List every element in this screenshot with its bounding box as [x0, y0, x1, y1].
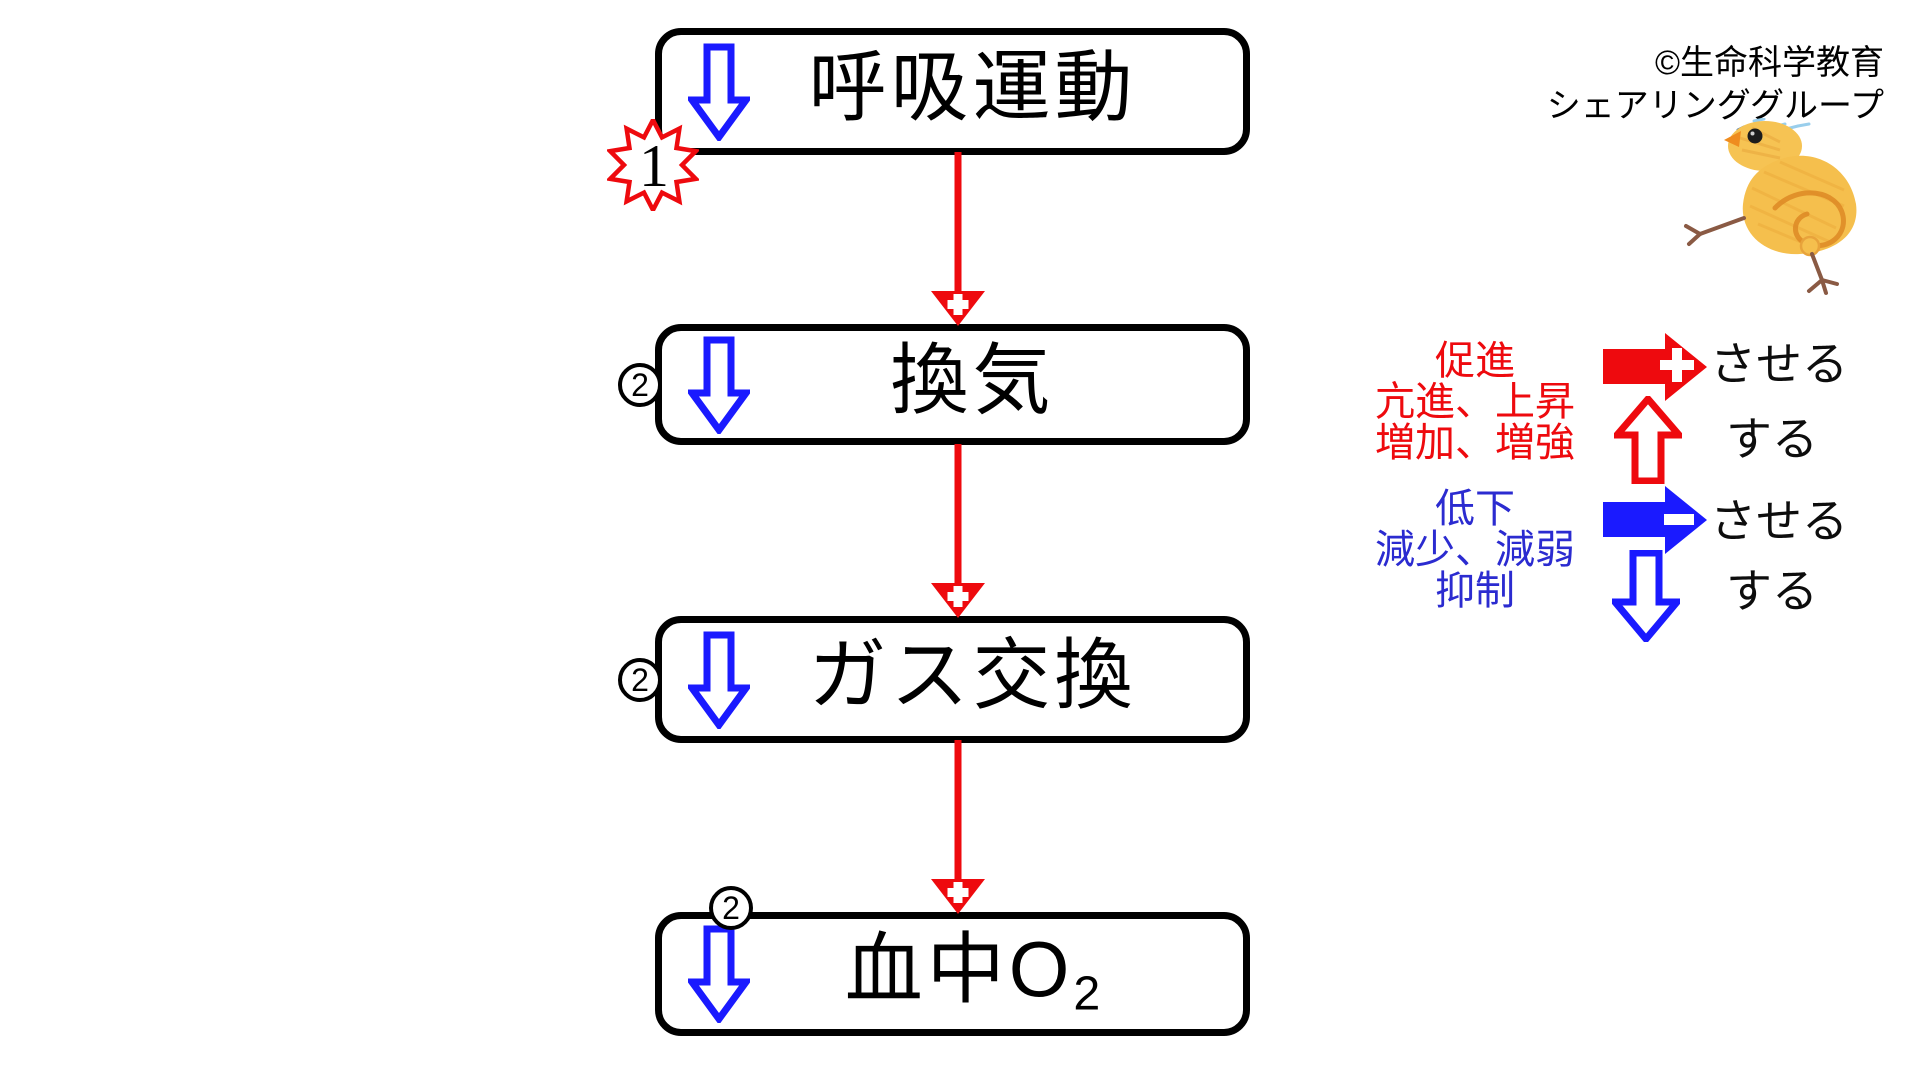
chick-eye: [1747, 128, 1763, 144]
blue-down-arrow-icon: [688, 925, 750, 1023]
legend-term: 亢進、上昇: [1375, 380, 1575, 424]
flow-box-ventilation: 換気: [655, 324, 1250, 445]
badge-number: 2: [631, 367, 649, 403]
circled-2-badge: 2: [709, 886, 753, 930]
box-label: ガス交換: [768, 636, 1136, 724]
red-flow-arrow-icon: [931, 740, 985, 914]
flow-box-blood-o2: 血中O2: [655, 912, 1250, 1036]
legend-term: 減少、減弱: [1375, 528, 1575, 572]
box-label: 呼吸運動: [768, 48, 1136, 136]
legend-term: 促進: [1435, 339, 1515, 383]
starburst-number: 1: [639, 133, 669, 199]
credit-line-2: シェアリンググループ: [1546, 87, 1884, 125]
chick-beak: [1724, 131, 1741, 147]
red-hollow-up-arrow-icon: [1614, 396, 1682, 484]
blue-solid-right-arrow-minus-icon: [1603, 486, 1707, 554]
box-text: 換気: [890, 335, 1055, 424]
legend-label-saseru: させる: [1710, 338, 1848, 390]
red-solid-right-arrow-plus-icon: [1603, 333, 1707, 401]
box-text: 血中O: [844, 925, 1074, 1014]
legend-increase-terms: 促進 亢進、上昇 増加、増強: [1352, 341, 1598, 464]
legend-label-suru: する: [1726, 565, 1818, 617]
credit-line-1: ©生命科学教育: [1654, 44, 1884, 82]
red-flow-arrow-icon: [931, 444, 985, 618]
legend-label-saseru: させる: [1710, 495, 1848, 547]
blue-down-arrow-icon: [688, 631, 750, 729]
chick-wing: [1772, 190, 1846, 249]
flow-box-respiratory-movement: 呼吸運動: [655, 28, 1250, 155]
red-flow-arrow-icon: [931, 152, 985, 326]
box-text: 呼吸運動: [808, 42, 1137, 131]
circled-2-badge: 2: [618, 658, 662, 702]
box-label: 換気: [850, 341, 1054, 429]
box-label: 血中O2: [805, 930, 1101, 1018]
box-text: ガス交換: [808, 630, 1137, 719]
legend-decrease-terms: 低下 減少、減弱 抑制: [1352, 489, 1598, 612]
chick-front-leg: [1807, 252, 1839, 295]
blue-down-arrow-icon: [688, 336, 750, 434]
chick-illustration-icon: [1684, 118, 1857, 295]
chick-back-leg: [1684, 216, 1746, 246]
blue-down-arrow-icon: [688, 43, 750, 141]
legend-term: 低下: [1435, 487, 1515, 531]
badge-number: 2: [631, 662, 649, 698]
legend-term: 抑制: [1435, 569, 1515, 613]
legend-label-suru: する: [1726, 413, 1818, 465]
blue-hollow-down-arrow-icon: [1612, 550, 1680, 642]
box-text-subscript: 2: [1073, 966, 1101, 1021]
circled-2-badge: 2: [618, 363, 662, 407]
flow-box-gas-exchange: ガス交換: [655, 616, 1250, 743]
copyright-credit: ©生命科学教育 シェアリンググループ: [1547, 42, 1884, 128]
starburst-1-icon: 1: [607, 119, 699, 211]
badge-number: 2: [722, 890, 740, 926]
legend-term: 増加、増強: [1375, 421, 1575, 465]
